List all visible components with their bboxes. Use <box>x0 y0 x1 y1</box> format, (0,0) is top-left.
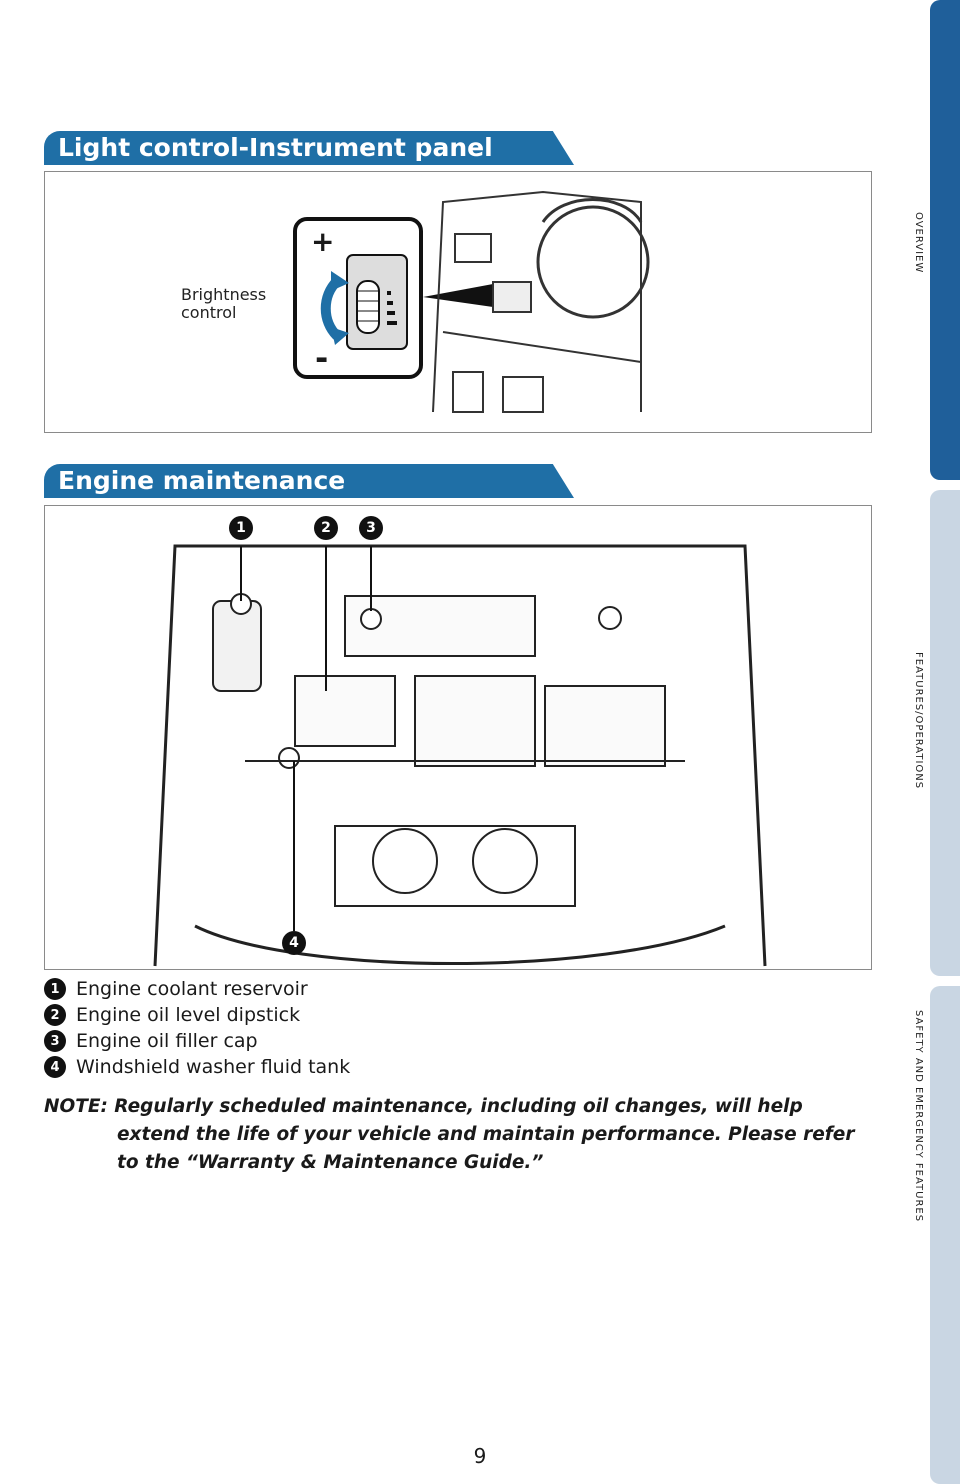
sidebar-tab-safety[interactable] <box>930 986 960 1484</box>
sidebar-tab-overview[interactable] <box>930 0 960 480</box>
minus-symbol: - <box>315 339 329 377</box>
callout-4: 4 <box>282 931 306 955</box>
brightness-dial-icon <box>320 254 408 350</box>
engine-bay-illustration <box>153 544 767 967</box>
legend-label: Windshield washer ﬂuid tank <box>76 1056 351 1078</box>
legend-item: 2 Engine oil level dipstick <box>44 1002 300 1028</box>
section-title: Engine maintenance <box>58 466 346 495</box>
callout-1: 1 <box>229 516 253 540</box>
legend-label: Engine oil level dipstick <box>76 1004 301 1026</box>
section-title: Light control-Instrument panel <box>58 133 493 162</box>
legend-number: 4 <box>44 1056 66 1078</box>
plus-symbol: + <box>311 225 335 258</box>
legend-number: 3 <box>44 1030 66 1052</box>
section-header-engine: Engine maintenance <box>44 464 574 498</box>
note-line-1: NOTE: Regularly scheduled maintenance, i… <box>44 1096 803 1117</box>
caption-line-1: Brightness <box>181 285 267 304</box>
sidebar-tab-features[interactable] <box>930 490 960 976</box>
legend-number: 1 <box>44 978 66 1000</box>
legend-number: 2 <box>44 1004 66 1026</box>
tab-label-overview: OVERVIEW <box>913 212 924 274</box>
note-line-3: to the “Warranty & Maintenance Guide.” <box>117 1152 544 1173</box>
brightness-control-illustration: + - <box>293 217 423 379</box>
note-line-2: extend the life of your vehicle and main… <box>117 1124 855 1145</box>
legend-item: 4 Windshield washer ﬂuid tank <box>44 1054 350 1080</box>
light-control-panel: Brightness control + - <box>44 171 872 433</box>
legend-label: Engine oil ﬁller cap <box>76 1030 258 1052</box>
brightness-caption: Brightness control <box>181 286 266 322</box>
dashboard-illustration <box>423 190 650 413</box>
tab-label-safety: SAFETY AND EMERGENCY FEATURES <box>913 1010 924 1223</box>
section-header-light-control: Light control-Instrument panel <box>44 131 574 165</box>
page-number: 9 <box>473 1444 487 1468</box>
tab-label-features: FEATURES/OPERATIONS <box>913 652 924 790</box>
legend-item: 3 Engine oil ﬁller cap <box>44 1028 258 1054</box>
legend-item: 1 Engine coolant reservoir <box>44 976 308 1002</box>
engine-panel: 1 2 3 4 <box>44 505 872 970</box>
caption-line-2: control <box>181 303 237 322</box>
callout-3: 3 <box>359 516 383 540</box>
legend-label: Engine coolant reservoir <box>76 978 308 1000</box>
callout-2: 2 <box>314 516 338 540</box>
maintenance-note: NOTE: Regularly scheduled maintenance, i… <box>44 1093 874 1177</box>
